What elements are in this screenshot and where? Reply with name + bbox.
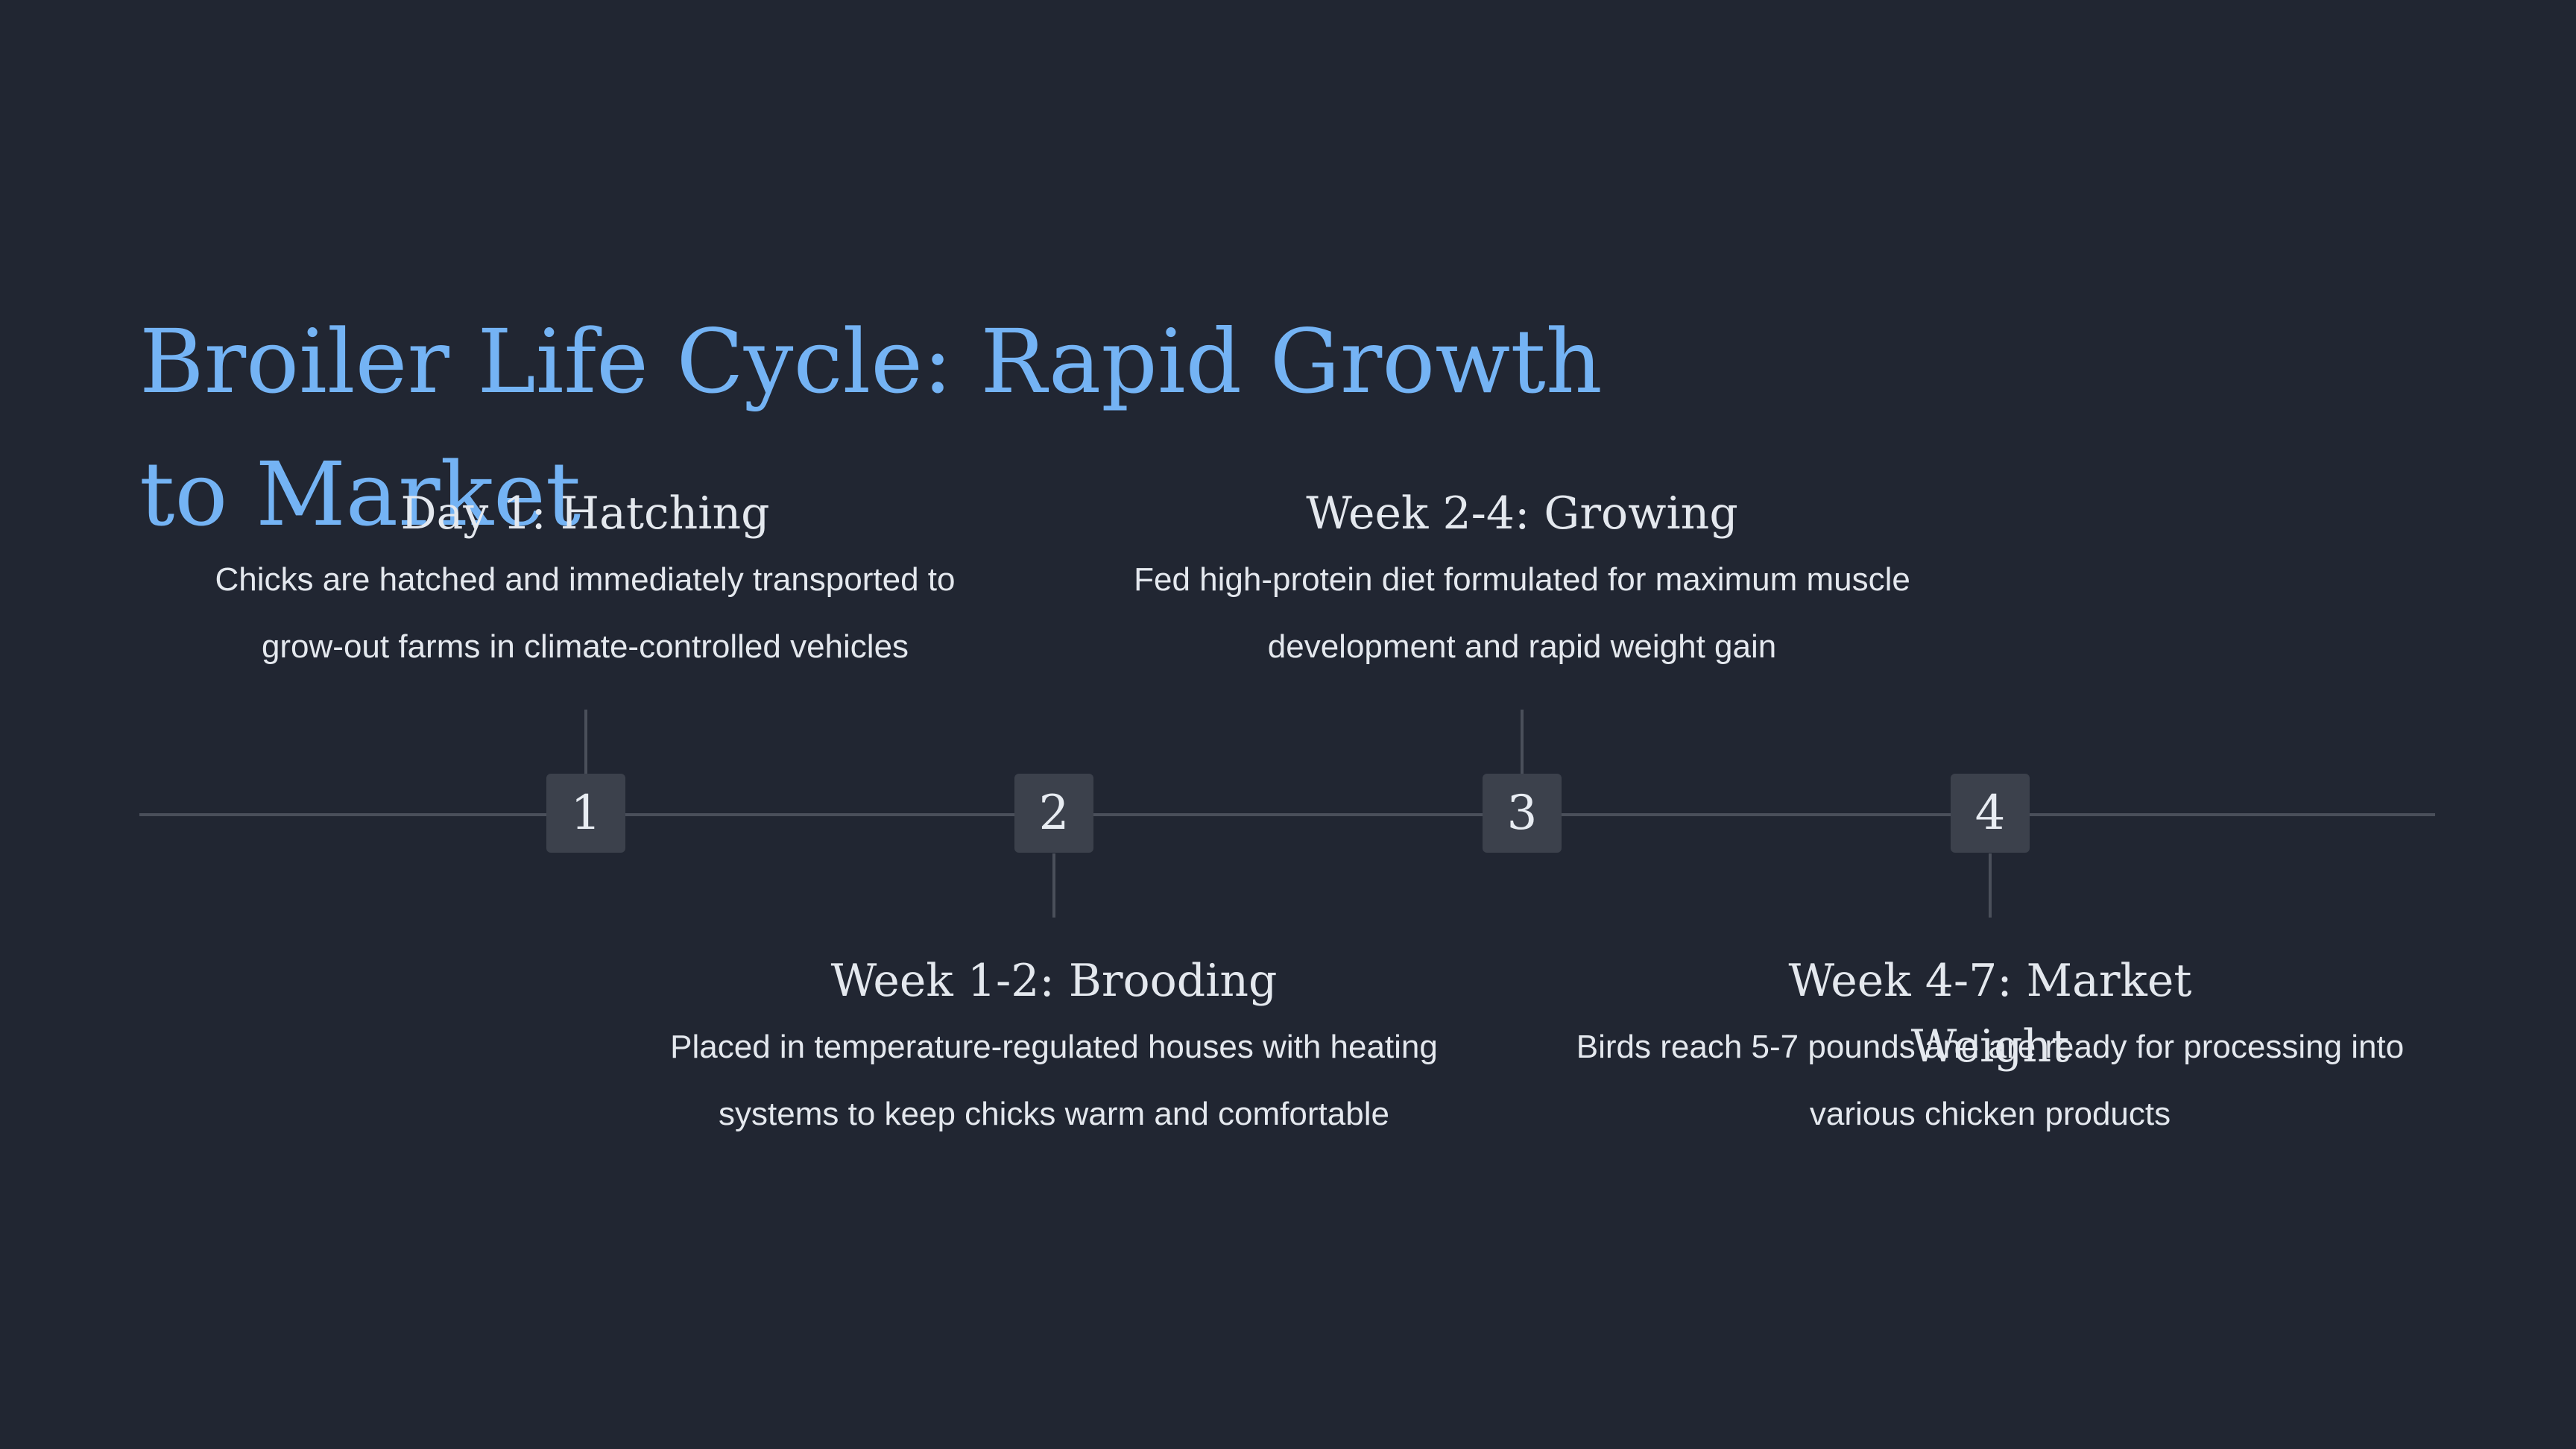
event-description: Fed high-protein diet formulated for max… (1134, 561, 1910, 665)
event-connector (1052, 853, 1055, 918)
event-description: Placed in temperature-regulated houses w… (670, 1029, 1438, 1132)
event-description: Birds reach 5-7 pounds and are ready for… (1576, 1029, 2405, 1132)
event-title: Day 1: Hatching (400, 487, 770, 540)
event-marker-4: 4 (1951, 774, 2030, 853)
timeline-axis (139, 813, 2435, 816)
event-marker-3: 3 (1483, 774, 1562, 853)
page-title: Broiler Life Cycle: Rapid Growth to Mark… (139, 310, 1603, 546)
event-connector (1989, 853, 1992, 918)
event-marker-2: 2 (1014, 774, 1093, 853)
timeline-event-4: Week 4-7: Market Weight Birds reach 5-7 … (1558, 948, 2422, 1148)
event-description: Chicks are hatched and immediately trans… (215, 561, 956, 665)
event-title: Week 2-4: Growing (1306, 487, 1738, 540)
event-connector (584, 710, 587, 774)
event-connector (1521, 710, 1524, 774)
event-title: Week 1-2: Brooding (830, 955, 1278, 1007)
event-marker-1: 1 (546, 774, 625, 853)
timeline-event-1: Day 1: Hatching Chicks are hatched and i… (153, 481, 1017, 681)
event-title: Week 4-7: Market Weight (1788, 955, 2192, 1073)
timeline-event-3: Week 2-4: Growing Fed high-protein diet … (1090, 481, 1954, 681)
timeline-event-2: Week 1-2: Brooding Placed in temperature… (622, 948, 1486, 1148)
